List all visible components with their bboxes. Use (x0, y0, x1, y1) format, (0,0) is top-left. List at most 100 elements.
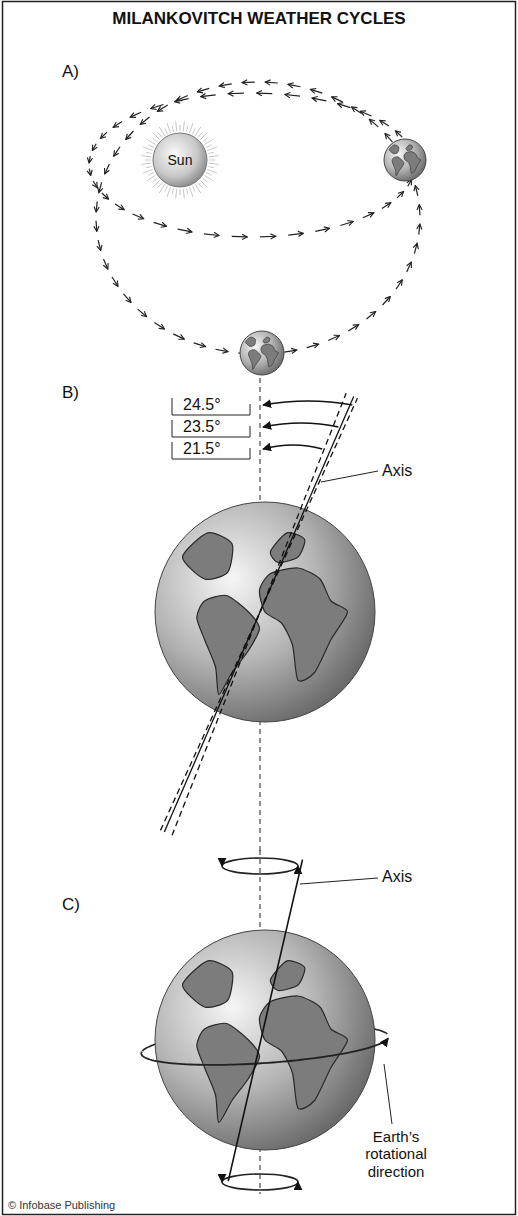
orbit-arrow (328, 336, 339, 341)
orbit-arrow (104, 259, 108, 269)
orbit-arrow (201, 95, 216, 97)
sun-ray (209, 160, 215, 161)
continent (404, 152, 421, 174)
sun-ray (176, 189, 177, 199)
continent (197, 595, 260, 694)
orbit-arrow (113, 122, 122, 128)
continent (248, 350, 261, 370)
sun-ray (183, 189, 184, 199)
sun-ray (148, 173, 153, 176)
orbit-arrow (332, 97, 343, 102)
sun-ray (147, 139, 155, 144)
diagram-title: MILANKOVITCH WEATHER CYCLES (0, 9, 518, 29)
sun-ray (209, 156, 219, 157)
sun-ray (141, 156, 151, 157)
orbit-arrow (138, 309, 147, 317)
panel-letter: B) (62, 383, 79, 403)
orbit-arrow (419, 224, 420, 235)
orbit-arrow (284, 350, 296, 352)
tilt-axis (164, 396, 353, 832)
orbit-arrow (348, 325, 358, 331)
panel-letter: A) (62, 62, 79, 82)
orbit-arrow (363, 213, 374, 218)
axis-label: Axis (382, 462, 412, 480)
orbit-arrow (151, 105, 164, 109)
leader-line (300, 878, 378, 884)
earth-globe (155, 502, 375, 722)
orbit-arrow (95, 221, 97, 232)
orbit-arrow (123, 294, 130, 303)
sun-ray (205, 175, 213, 180)
orbit-arrow (114, 147, 120, 156)
sun-ray (206, 173, 211, 176)
orbit-arrow (89, 169, 91, 176)
sun-disc (153, 133, 207, 187)
sun-ray (208, 152, 214, 153)
orbit-arrow (383, 297, 391, 305)
orbit-arrow (177, 95, 188, 100)
orbit-arrow (126, 131, 134, 139)
sun-ray (203, 138, 208, 142)
panel-letter: C) (62, 895, 80, 915)
sun-ray (190, 187, 193, 196)
orbit-arrow (197, 88, 209, 92)
orbit-arrow (288, 233, 303, 235)
sun-ray (209, 163, 219, 164)
earth-globe (155, 930, 375, 1150)
sun-ray (146, 166, 152, 167)
earth-globe (384, 139, 426, 181)
orbit-arrow (265, 82, 278, 84)
orbit-arrow (96, 201, 97, 212)
orbit-arrow (397, 192, 403, 198)
globe-sphere (384, 139, 426, 181)
rotation-ring (141, 1035, 389, 1072)
sun-ray (198, 183, 202, 188)
orbit-arrow (98, 240, 101, 250)
orbit-circular (89, 93, 415, 237)
axis-label: Axis (382, 868, 412, 886)
precession-arrow (222, 1182, 298, 1190)
sun-rays (141, 121, 219, 199)
globe-sphere (155, 930, 375, 1150)
sun-ray (193, 186, 196, 191)
sun-ray (195, 185, 200, 193)
leader-line (384, 1064, 392, 1124)
sun-ray (198, 133, 202, 138)
globe-sphere (240, 331, 284, 375)
orbit-arrow (310, 89, 322, 93)
orbit-arrow (380, 120, 389, 126)
orbit-arrow (396, 280, 402, 289)
continent (261, 344, 279, 367)
tilt-angle: 23.5° (183, 418, 221, 436)
orbit-arrow (307, 344, 319, 348)
continent (259, 996, 347, 1109)
earth-globe (240, 331, 284, 375)
tilt-angle: 24.5° (183, 396, 221, 414)
continent (245, 337, 255, 346)
sun-ray (153, 178, 158, 182)
orbit-arrow (105, 164, 110, 174)
orbit-arrow (369, 119, 378, 127)
tilt-angle: 21.5° (183, 440, 221, 458)
sun-ray (207, 170, 216, 173)
sun-ray (203, 178, 208, 182)
orbit-elliptical (96, 82, 420, 354)
orbit-arrow (232, 236, 248, 238)
orbit-arrow (285, 94, 300, 96)
orbit-arrow (194, 343, 206, 347)
sun-ray (143, 170, 152, 173)
orbit-arrow (140, 117, 149, 124)
continent (197, 1023, 260, 1122)
rotation-label: Earth’s rotational direction (348, 1128, 444, 1180)
orbit-arrow (89, 156, 90, 163)
precession-arrow (222, 1174, 298, 1182)
orbit-arrow (337, 104, 350, 108)
tilt-arrow (263, 401, 352, 405)
precession-circle (222, 1174, 298, 1190)
sun-ray (165, 128, 168, 133)
orbit-arrow (92, 144, 96, 151)
orbit-arrow (288, 84, 300, 86)
orbit-arrow (260, 236, 276, 238)
orbit-arrow (312, 98, 326, 101)
